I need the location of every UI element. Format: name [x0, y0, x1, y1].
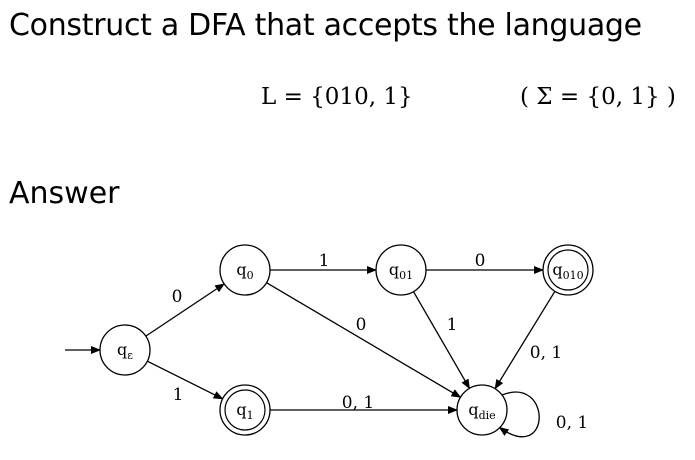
state-q1: q1	[219, 384, 271, 436]
transition-label: 0, 1	[556, 413, 588, 433]
state-label: q010	[552, 260, 583, 282]
page-title: Construct a DFA that accepts the languag…	[9, 8, 642, 43]
state-label: q01	[389, 260, 413, 282]
state-label: qdie	[468, 400, 495, 422]
accepting-ring	[547, 249, 589, 291]
answer-heading: Answer	[9, 176, 120, 211]
transition-qe-q1	[147, 360, 224, 400]
transition-qe-q0	[145, 283, 226, 337]
transition-label: 0	[356, 315, 367, 335]
transition-q010-qdie	[494, 290, 556, 390]
state-q010: q010	[542, 244, 594, 296]
language-definition: L = {010, 1}	[261, 84, 413, 110]
state-label: q0	[236, 260, 253, 282]
transition-q0-qdie	[266, 282, 462, 398]
transition-label: 1	[447, 315, 458, 335]
state-qe: qε	[99, 324, 151, 376]
transition-label: 1	[173, 385, 184, 405]
transition-label: 0, 1	[530, 343, 562, 363]
alphabet-definition: ( Σ = {0, 1} )	[520, 84, 676, 110]
transition-q01-qdie	[412, 291, 471, 390]
transition-label: 0, 1	[342, 393, 374, 413]
transition-label: 1	[319, 251, 330, 271]
state-q01: q01	[375, 244, 427, 296]
state-label: qε	[117, 340, 133, 362]
transition-label: 0	[172, 287, 183, 307]
accepting-ring	[224, 389, 266, 431]
transition-qdie-qdie	[498, 391, 540, 438]
state-label: q1	[236, 400, 253, 422]
state-q0: q0	[219, 244, 271, 296]
state-qdie: qdie	[456, 384, 508, 436]
transition-label: 0	[475, 251, 486, 271]
